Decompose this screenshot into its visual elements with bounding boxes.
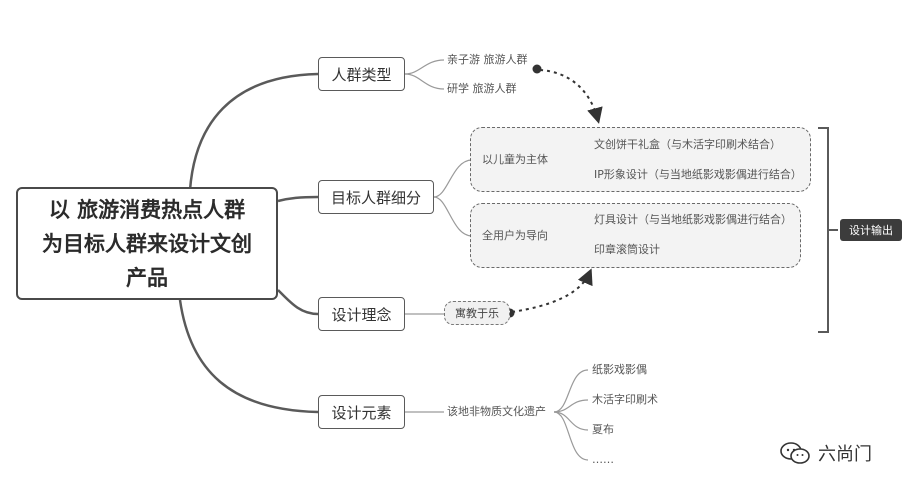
watermark-text: 六尚门 — [818, 444, 872, 465]
arrow-to-target-group — [539, 69, 603, 124]
connector-trunk-top — [188, 72, 319, 191]
leaf-ramie-cloth: 夏布 — [592, 423, 614, 436]
leaf-study-tour: 研学 旅游人群 — [447, 82, 517, 95]
central-topic[interactable]: 以 旅游消费热点人群 为目标人群来设计文创 产品 — [16, 187, 278, 300]
sub-intangible-heritage: 该地非物质文化遗产 — [447, 405, 546, 418]
arrow-to-target-group-2 — [511, 268, 593, 313]
sub-all-users: 全用户为导向 — [482, 229, 548, 242]
connector-trunk-design — [277, 289, 319, 316]
output-bracket — [818, 127, 829, 333]
branch-target-segmentation[interactable]: 目标人群细分 — [318, 180, 434, 214]
leaf-family-tour: 亲子游 旅游人群 — [447, 53, 528, 66]
leaf-lamp-design: 灯具设计（与当地纸影戏影偶进行结合） — [594, 213, 792, 226]
leaf-ellipsis: …… — [592, 453, 614, 466]
leaf-shadow-puppet: 纸影戏影偶 — [592, 363, 647, 376]
leaf-edutainment[interactable]: 寓教于乐 — [444, 301, 510, 325]
leaf-stamp-roller: 印章滚筒设计 — [594, 243, 660, 256]
leaf-biscuit-giftbox: 文创饼干礼盒（与木活字印刷术结合） — [594, 138, 781, 151]
wechat-icon — [780, 442, 810, 464]
group-child-centered — [470, 127, 811, 192]
group-all-users — [470, 203, 801, 268]
sub-child-centered: 以儿童为主体 — [482, 153, 548, 166]
watermark: 六尚门 — [778, 440, 872, 466]
branch-design-elements[interactable]: 设计元素 — [318, 395, 405, 429]
connector-trunk-bottom — [178, 299, 319, 414]
branch-crowd-type[interactable]: 人群类型 — [318, 57, 405, 91]
design-output-tag[interactable]: 设计输出 — [840, 219, 902, 241]
leaf-ip-design: IP形象设计（与当地纸影戏影偶进行结合） — [594, 168, 802, 181]
central-topic-text: 以 旅游消费热点人群 为目标人群来设计文创 产品 — [42, 197, 252, 290]
branch-design-concept[interactable]: 设计理念 — [318, 297, 405, 331]
leaf-woodblock-printing: 木活字印刷术 — [592, 393, 658, 406]
connector-trunk-mid — [277, 195, 319, 203]
